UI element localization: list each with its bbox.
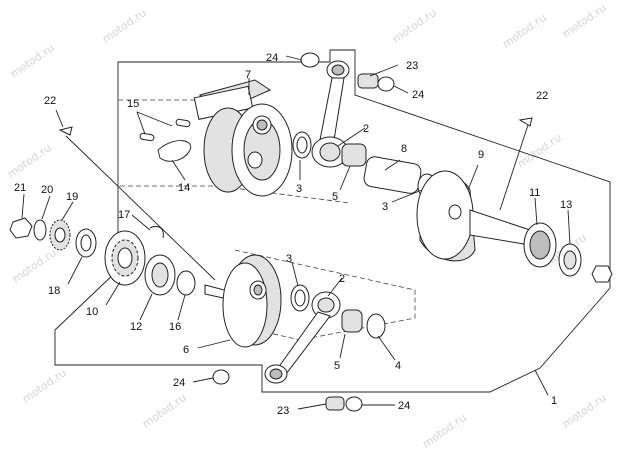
callout-9: 9 bbox=[478, 149, 484, 161]
callout-14: 14 bbox=[178, 182, 190, 194]
crank-nut-right bbox=[591, 265, 613, 283]
bearing-race bbox=[529, 230, 551, 260]
oil-seal-left-lip bbox=[151, 262, 169, 288]
callout-23: 23 bbox=[277, 405, 289, 417]
woodruff-key bbox=[58, 126, 73, 136]
callout-24: 24 bbox=[412, 89, 424, 101]
callout-11: 11 bbox=[529, 187, 540, 199]
callout-12: 12 bbox=[130, 321, 142, 333]
leader-lines bbox=[21, 55, 571, 410]
thrust-washer bbox=[366, 313, 386, 339]
thrust-washer-hole bbox=[296, 136, 308, 154]
crank-nut-left bbox=[9, 217, 33, 239]
callout-labels: 1 2 2 3 3 3 4 5 5 6 7 8 9 10 11 12 13 14… bbox=[14, 52, 572, 417]
callout-5: 5 bbox=[332, 191, 338, 203]
callout-10: 10 bbox=[86, 306, 98, 318]
callout-17: 17 bbox=[118, 209, 130, 221]
callout-24: 24 bbox=[398, 400, 410, 412]
spacer-washer-hole bbox=[80, 234, 92, 252]
callout-4: 4 bbox=[395, 360, 401, 372]
small-end-washer bbox=[212, 369, 230, 385]
callout-18: 18 bbox=[48, 285, 60, 297]
callout-15: 15 bbox=[127, 98, 139, 110]
circlip bbox=[149, 226, 164, 239]
crank-half-lower bbox=[204, 254, 282, 348]
callout-19: 19 bbox=[66, 191, 78, 203]
callout-3: 3 bbox=[296, 183, 302, 195]
callout-2: 2 bbox=[363, 123, 369, 135]
guide-line bbox=[499, 124, 529, 211]
callout-24: 24 bbox=[266, 52, 278, 64]
small-end-washer bbox=[345, 396, 363, 412]
dashed-group-lower bbox=[234, 249, 416, 341]
connecting-rod-lower bbox=[264, 291, 341, 384]
callout-20: 20 bbox=[41, 184, 53, 196]
callout-6: 6 bbox=[183, 344, 189, 356]
woodruff-key bbox=[518, 117, 533, 127]
callout-22: 22 bbox=[536, 90, 548, 102]
callout-5: 5 bbox=[334, 360, 340, 372]
needle-bearing bbox=[341, 143, 367, 167]
lock-washer bbox=[33, 219, 47, 241]
dowel-pins bbox=[139, 118, 191, 142]
callout-21: 21 bbox=[14, 182, 26, 194]
small-end-bearing bbox=[325, 396, 345, 411]
callout-16: 16 bbox=[169, 321, 181, 333]
wire-clip bbox=[157, 140, 192, 162]
needle-bearing bbox=[341, 309, 363, 333]
small-end-washer bbox=[377, 76, 395, 92]
callout-13: 13 bbox=[560, 199, 572, 211]
connecting-rod-upper bbox=[311, 60, 350, 168]
callout-1: 1 bbox=[551, 395, 557, 407]
crank-half-upper bbox=[193, 79, 293, 197]
bearing-bore bbox=[117, 247, 133, 269]
assembly-outline bbox=[54, 49, 611, 393]
callout-3: 3 bbox=[382, 201, 388, 213]
drive-gear-hub bbox=[54, 227, 66, 243]
callout-22: 22 bbox=[44, 95, 56, 107]
callout-23: 23 bbox=[406, 60, 418, 72]
guide-line bbox=[65, 135, 216, 281]
callout-8: 8 bbox=[401, 143, 407, 155]
dashed-group-upper bbox=[117, 99, 351, 204]
callout-24: 24 bbox=[173, 377, 185, 389]
crank-pin bbox=[363, 156, 422, 194]
small-end-washer bbox=[300, 52, 320, 68]
callout-3: 3 bbox=[286, 253, 292, 265]
small-end-bearing bbox=[357, 73, 379, 89]
crank-half-right bbox=[416, 170, 531, 262]
oil-seal-hole bbox=[563, 250, 577, 270]
callout-7: 7 bbox=[245, 69, 251, 81]
thrust-washer-hole bbox=[294, 289, 306, 307]
callout-2: 2 bbox=[339, 273, 345, 285]
spacer-ring bbox=[176, 270, 196, 296]
